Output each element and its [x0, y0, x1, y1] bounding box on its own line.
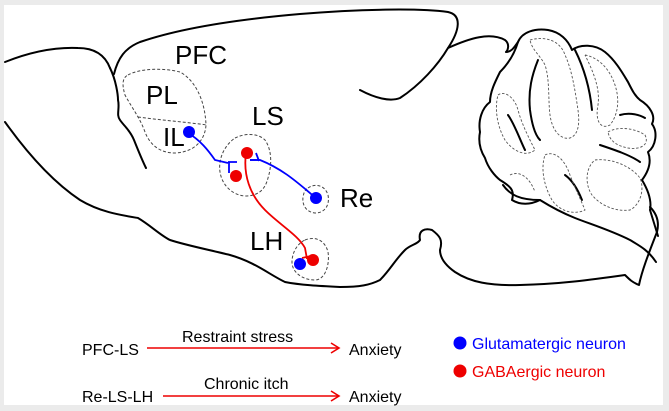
- ls-gabaergic-neuron-1: [241, 147, 253, 159]
- label-pl: PL: [146, 80, 178, 110]
- pathway-1-source: PFC-LS: [82, 342, 139, 359]
- midbrain-outline: [359, 35, 519, 101]
- pathway-1: PFC-LS Restraint stress Anxiety: [82, 329, 401, 359]
- cerebellum-fold-1: [528, 59, 541, 141]
- lh-glutamatergic-neuron: [294, 258, 306, 270]
- ls-gabaergic-neuron-2: [230, 170, 242, 182]
- cerebellum-inner-5: [586, 159, 643, 211]
- re-region-outline: [302, 184, 329, 214]
- pathway-2-arrowhead-icon: [330, 390, 341, 402]
- region-outlines: [122, 68, 329, 281]
- brain-outline: [4, 8, 659, 288]
- pfc-region-outline: [122, 68, 207, 154]
- label-lh: LH: [250, 226, 283, 256]
- projections: [187, 132, 317, 260]
- legend: Glutamatergic neuron GABAergic neuron: [453, 336, 626, 381]
- pathway-1-arrowhead-icon: [330, 342, 341, 354]
- ventral-outline-back: [339, 206, 659, 288]
- lh-gabaergic-neuron: [307, 254, 319, 266]
- lh-region-outline: [291, 238, 329, 281]
- ls-lh-projection: [244, 152, 308, 260]
- cerebellum-fold-2: [574, 49, 593, 111]
- cerebellum: [478, 28, 659, 263]
- pathway-1-condition: Restraint stress: [182, 329, 293, 346]
- pathway-2-outcome: Anxiety: [349, 389, 401, 406]
- cerebellum-inner-1: [529, 38, 580, 139]
- cerebellum-fold-4: [619, 112, 646, 119]
- label-re: Re: [340, 183, 373, 213]
- cerebellum-fold-7: [502, 184, 541, 201]
- re-ls-terminal: [250, 152, 260, 162]
- il-ls-terminal: [228, 161, 237, 173]
- legend-glutamatergic-label: Glutamatergic neuron: [472, 336, 626, 353]
- pathway-2-condition: Chronic itch: [204, 376, 288, 393]
- cerebellum-inner-4: [607, 128, 647, 149]
- cerebellum-inner-7: [509, 173, 536, 193]
- legend-gabaergic-dot-icon: [453, 364, 467, 378]
- bulb-boundary: [109, 67, 147, 169]
- ls-region-outline: [219, 134, 272, 197]
- re-ls-projection: [250, 159, 317, 199]
- neurons: [183, 126, 322, 270]
- cerebellum-inner-3: [495, 93, 536, 154]
- legend-glutamatergic-dot-icon: [453, 336, 467, 350]
- legend-gabaergic-label: GABAergic neuron: [472, 364, 605, 381]
- cerebellum-inner-2: [584, 54, 619, 127]
- label-pfc: PFC: [175, 40, 227, 70]
- cortex-outline: [113, 8, 459, 75]
- cerebellum-fold-3: [507, 114, 526, 151]
- re-glutamatergic-neuron: [310, 192, 322, 204]
- pathway-1-outcome: Anxiety: [349, 342, 401, 359]
- cerebellum-outline: [478, 28, 659, 263]
- ventral-outline-front: [4, 121, 341, 288]
- cerebellum-inner-6: [542, 153, 586, 213]
- olfactory-bulb-outline: [4, 46, 111, 69]
- il-glutamatergic-neuron: [183, 126, 195, 138]
- pathway-2: Re-LS-LH Chronic itch Anxiety: [82, 376, 401, 406]
- pathway-2-source: Re-LS-LH: [82, 389, 153, 406]
- label-ls: LS: [252, 101, 284, 131]
- pl-il-boundary: [137, 116, 208, 126]
- label-il: IL: [163, 122, 185, 152]
- cerebellum-fold-6: [564, 174, 583, 201]
- il-ls-projection: [187, 132, 229, 164]
- cerebellum-fold-5: [599, 144, 641, 163]
